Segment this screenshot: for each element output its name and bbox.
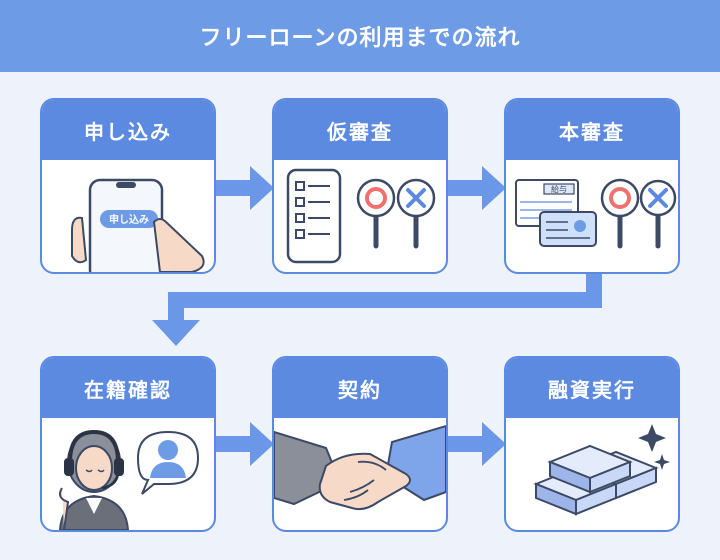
step-title: 契約: [274, 358, 446, 418]
svg-text:申し込み: 申し込み: [109, 213, 149, 226]
arrow-connector-row: [152, 272, 602, 346]
checklist-stamp-icon: [286, 168, 436, 264]
arrow-right-1-2: [216, 166, 274, 210]
documents-stamp-icon: 給与: [515, 178, 677, 249]
step-card-employment-check: 在籍確認: [40, 356, 216, 532]
step-title: 申し込み: [42, 100, 214, 160]
step-card-contract: 契約: [272, 356, 448, 532]
svg-text:給与: 給与: [551, 184, 567, 194]
step-title: 融資実行: [506, 358, 678, 418]
arrow-right-5-6: [448, 422, 506, 466]
arrow-right-4-5: [216, 422, 274, 466]
step-card-loan-disbursement: 融資実行: [504, 356, 680, 532]
smartphone-hand-icon: 申し込み: [71, 178, 205, 272]
step-title: 本審査: [506, 100, 678, 160]
step-title: 仮審査: [274, 100, 446, 160]
step-title: 在籍確認: [42, 358, 214, 418]
step-card-pre-screening: 仮審査: [272, 98, 448, 274]
money-stacks-icon: [533, 424, 670, 516]
arrow-right-2-3: [448, 166, 506, 210]
handshake-icon: [274, 424, 446, 511]
step-card-apply: 申し込み 申し込み: [40, 98, 216, 274]
page-title: フリーローンの利用までの流れ: [0, 0, 720, 72]
operator-call-icon: [58, 429, 200, 530]
step-card-main-screening: 本審査 給与: [504, 98, 680, 274]
